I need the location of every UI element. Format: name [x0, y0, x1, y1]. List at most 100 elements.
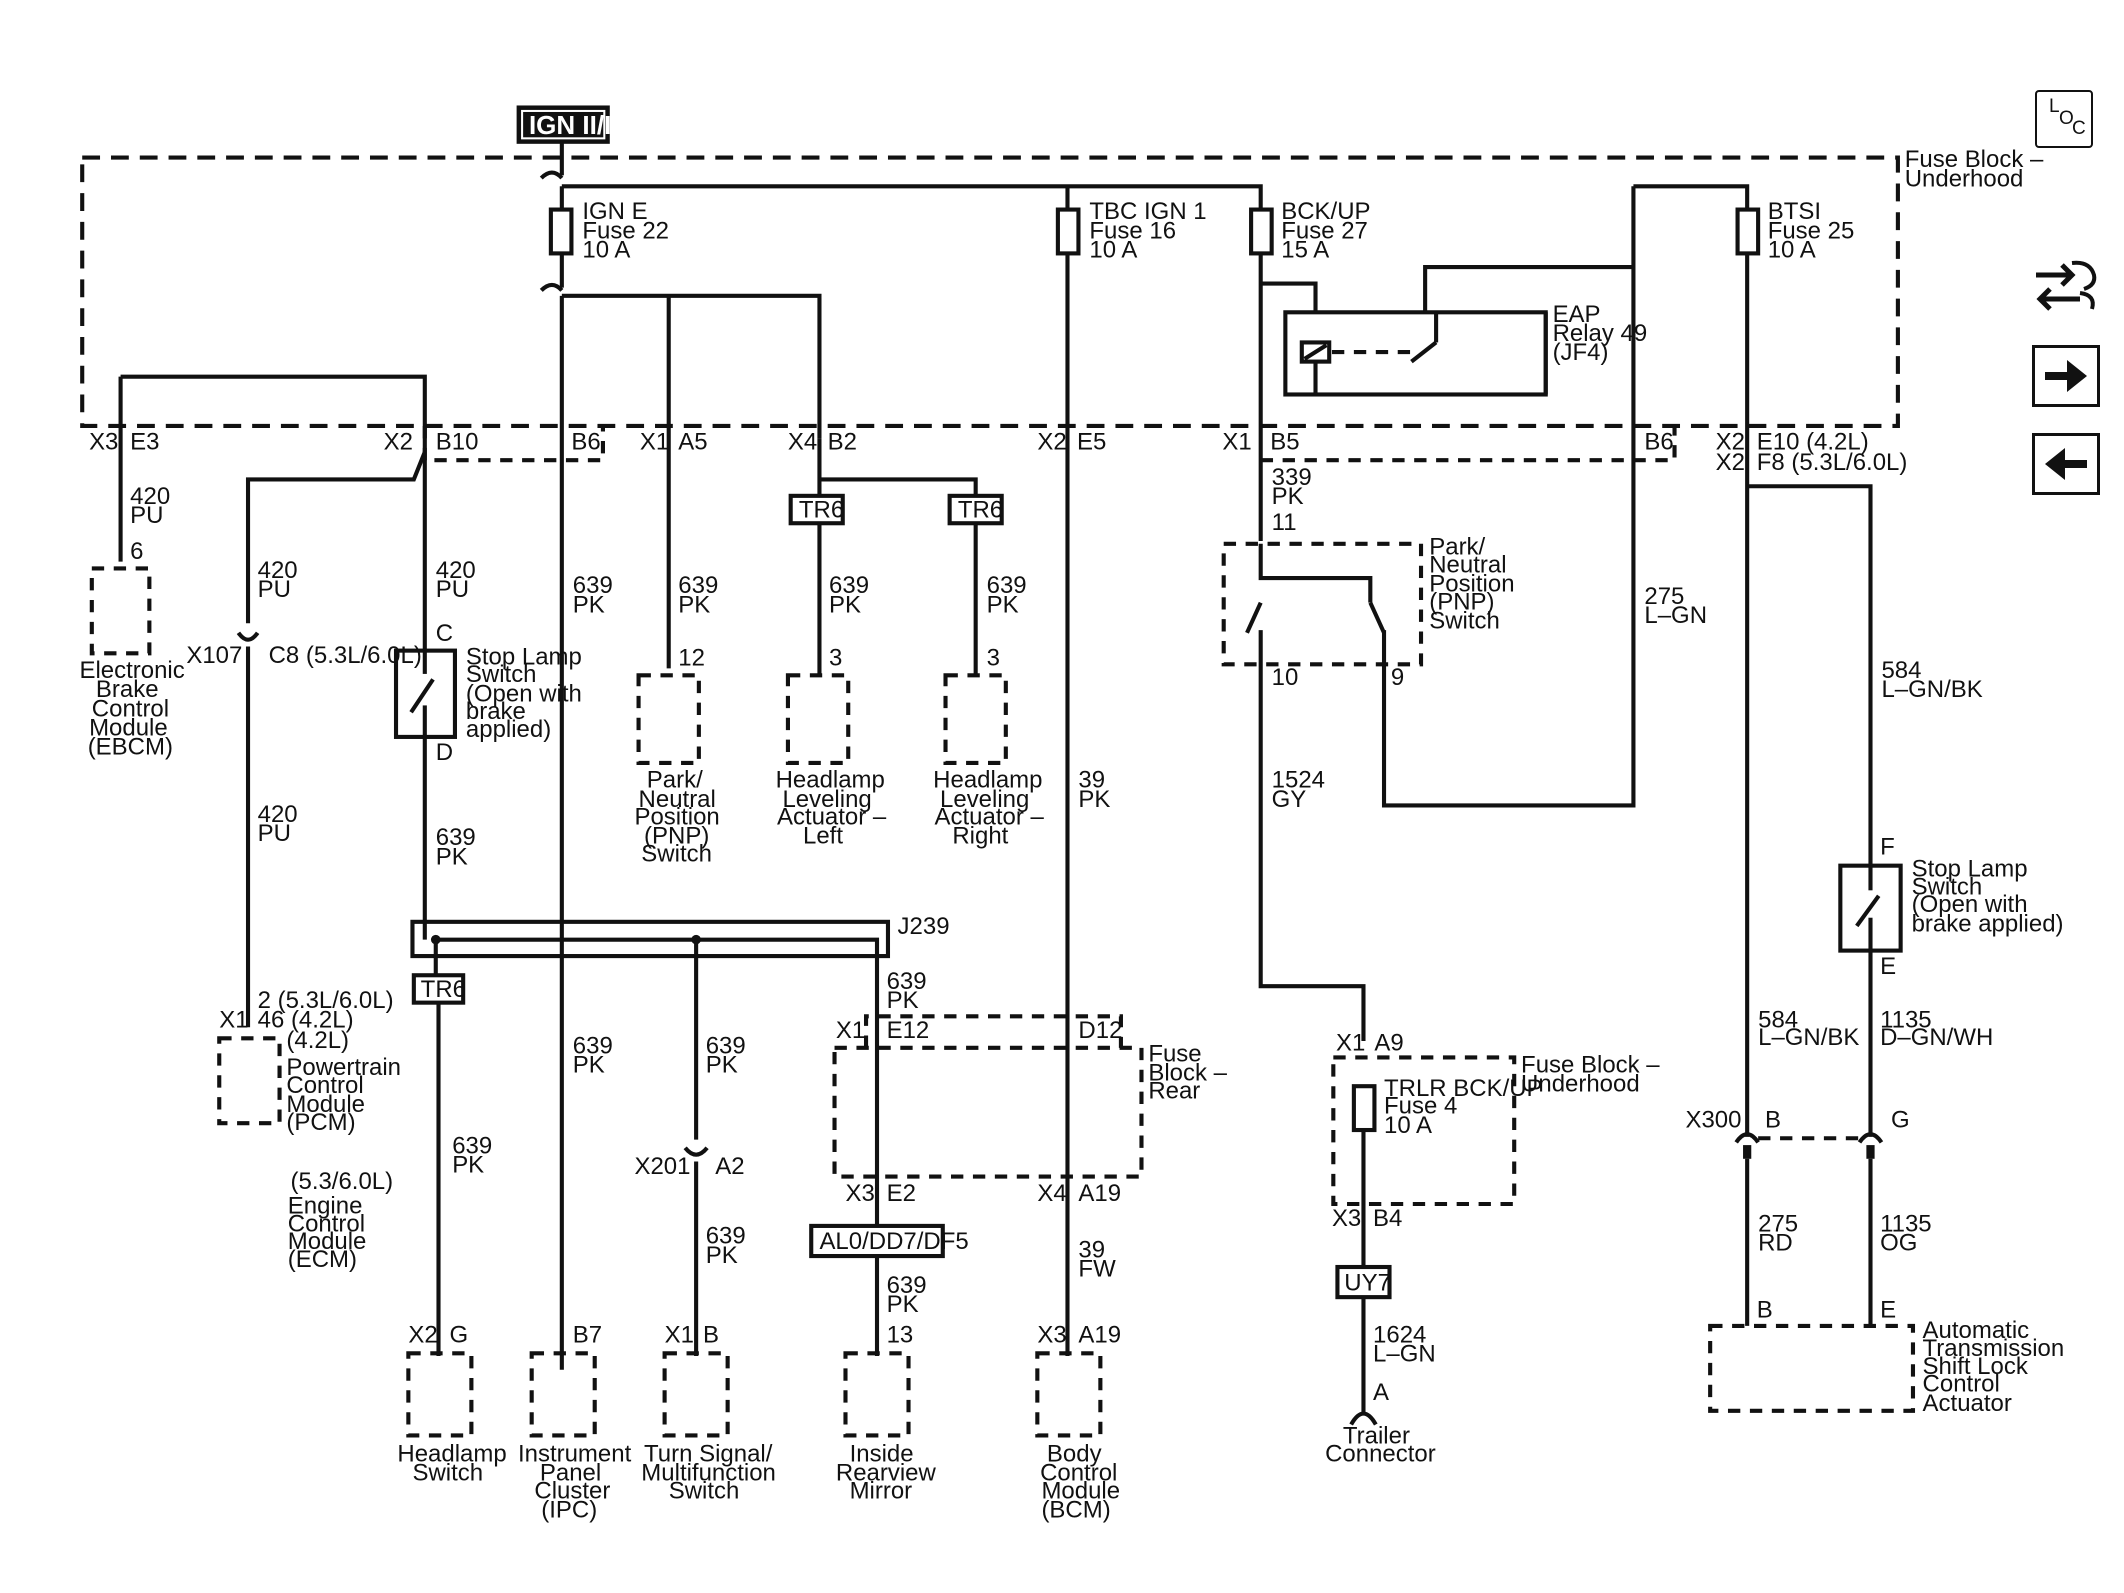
wire-1135dgn-color: D–GN/WH — [1880, 1024, 1993, 1051]
wire-39pk-color: PK — [1078, 786, 1110, 813]
rear-conn-x4: X4 — [1037, 1180, 1066, 1207]
wire-639-i-num: 639 — [706, 1223, 746, 1250]
next-page-button[interactable] — [2032, 345, 2100, 407]
conn-x1-b: X1 — [1222, 428, 1251, 455]
wire-275lgn-color: L–GN — [1644, 602, 1707, 629]
conn-x2-d: X2 — [1716, 449, 1745, 476]
wire-1524-color: GY — [1272, 786, 1307, 813]
bcm-label-4: (BCM) — [1041, 1497, 1110, 1524]
wire-639-k-color: PK — [887, 1291, 919, 1318]
stop1-pin-d: D — [436, 739, 453, 766]
hla-left-label-2: Leveling — [782, 786, 871, 813]
hla-left-label-4: Left — [803, 823, 843, 850]
bcm-conn-x3: X3 — [1037, 1321, 1066, 1348]
wire-420-a-color: PU — [130, 502, 163, 529]
wire-39pk-num: 39 — [1078, 767, 1105, 794]
bcm-conn-a19: A19 — [1078, 1321, 1121, 1348]
stop2-label-1: Stop Lamp — [1912, 856, 2028, 883]
conn-x300: X300 — [1685, 1106, 1741, 1133]
fuse-btsi — [1735, 207, 1761, 256]
tsl-pin-b: B — [1757, 1297, 1773, 1324]
ebcm-label-2: Brake — [96, 676, 159, 703]
fuse-ign-e-name: IGN E — [582, 198, 647, 225]
ipc-label-4: (IPC) — [541, 1497, 597, 1524]
eap-relay-label-3: (JF4) — [1553, 339, 1609, 366]
wire-639-a-num: 639 — [436, 824, 476, 851]
fuse-btsi-number: Fuse 25 — [1768, 217, 1855, 244]
pcm-label-4: (PCM) — [286, 1109, 355, 1136]
fuse-block-underhood-outline — [80, 155, 1900, 429]
j239-splice — [410, 919, 891, 959]
tsl-label-5: Actuator — [1923, 1390, 2012, 1417]
pnp2-pin-10: 10 — [1272, 664, 1299, 691]
fuse-trlr — [1351, 1084, 1377, 1133]
fuse-bckup — [1249, 207, 1274, 256]
bcm-component — [1035, 1351, 1103, 1438]
wire-639-e-num: 639 — [678, 572, 718, 599]
ipc-label-3: Cluster — [534, 1477, 610, 1504]
al0-label: AL0/DD7/DF5 — [819, 1228, 968, 1255]
hla-left-label-3: Actuator – — [777, 804, 887, 831]
tsl-pin-e: E — [1880, 1297, 1896, 1324]
pcm-pin-1: 2 (5.3L/6.0L) — [258, 987, 394, 1014]
eap-relay-label-1: EAP — [1553, 301, 1601, 328]
hs-label-2: Switch — [412, 1460, 483, 1487]
wire-275rd-num: 275 — [1758, 1210, 1798, 1237]
previous-page-button[interactable] — [2032, 433, 2100, 495]
wire-639-f-color: PK — [829, 591, 861, 618]
bcm-label-3: Module — [1041, 1477, 1120, 1504]
wire-1624-num: 1624 — [1373, 1321, 1426, 1348]
wire-339-num: 339 — [1272, 464, 1312, 491]
hla-right-label-3: Actuator – — [935, 804, 1045, 831]
fuse-block-rear — [832, 1045, 1144, 1179]
ecm-label-4: Module — [288, 1228, 367, 1255]
stop2-label-2: Switch — [1912, 873, 1983, 900]
wire-639-f-num: 639 — [829, 572, 869, 599]
conn-x1-a: X1 — [640, 428, 669, 455]
wrench-arrows-icon[interactable] — [2032, 255, 2102, 325]
bcm-label-1: Body — [1047, 1441, 1102, 1468]
fb2-conn-x1: X1 — [1336, 1030, 1365, 1057]
tsl-label-2: Transmission — [1923, 1335, 2065, 1362]
bcm-label-2: Control — [1040, 1460, 1117, 1487]
pcm-label-1: Powertrain — [286, 1054, 401, 1081]
wire-639-i-color: PK — [706, 1242, 738, 1269]
ipc-label-1: Instrument — [518, 1441, 632, 1468]
stop1-label-2: Switch — [466, 661, 537, 688]
ebcm-component — [89, 566, 152, 656]
headlamp-leveling-right — [943, 673, 1008, 765]
tr6-c-label: TR6 — [958, 497, 1003, 524]
conn-x2: X2 — [384, 428, 413, 455]
wire-639-b-color: PK — [452, 1151, 484, 1178]
ebcm-label-3: Control — [92, 695, 169, 722]
fuse-trlr-number: Fuse 4 — [1384, 1093, 1457, 1120]
tsl-label-4: Control — [1923, 1371, 2000, 1398]
wire-639-j-num: 639 — [887, 968, 927, 995]
hla-left-pin: 3 — [829, 645, 842, 672]
fuse-btsi-name: BTSI — [1768, 198, 1821, 225]
loc-letter-l: L — [2049, 96, 2060, 117]
tsl-label-3: Shift Lock — [1923, 1353, 2029, 1380]
fuse-ign-e — [548, 207, 574, 256]
stop1-label-5: applied) — [466, 716, 551, 743]
fuse-tbc-name: TBC IGN 1 — [1089, 198, 1206, 225]
pcm-label-2: Control — [286, 1072, 363, 1099]
hs-conn-x2: X2 — [408, 1321, 437, 1348]
wire-639-c-num: 639 — [573, 572, 613, 599]
stop1-label-1: Stop Lamp — [466, 643, 582, 670]
fb2-label-2: Underhood — [1521, 1071, 1640, 1098]
ipc-pin: B7 — [573, 1321, 602, 1348]
stop2-pin-e: E — [1880, 953, 1896, 980]
conn-e5: E5 — [1077, 428, 1106, 455]
arrow-right-icon — [2045, 360, 2087, 392]
conn-x107: X107 — [186, 642, 242, 669]
rear-conn-x3: X3 — [845, 1180, 874, 1207]
location-button[interactable]: L O C — [2035, 90, 2093, 148]
pnp1-label-1: Park/ — [647, 767, 703, 794]
pnp1-label-3: Position — [634, 804, 719, 831]
wire-639-c-color: PK — [573, 591, 605, 618]
hla-right-label-2: Leveling — [940, 786, 1029, 813]
x300-pin-b: B — [1765, 1106, 1781, 1133]
ecm-label-3: Control — [288, 1210, 365, 1237]
